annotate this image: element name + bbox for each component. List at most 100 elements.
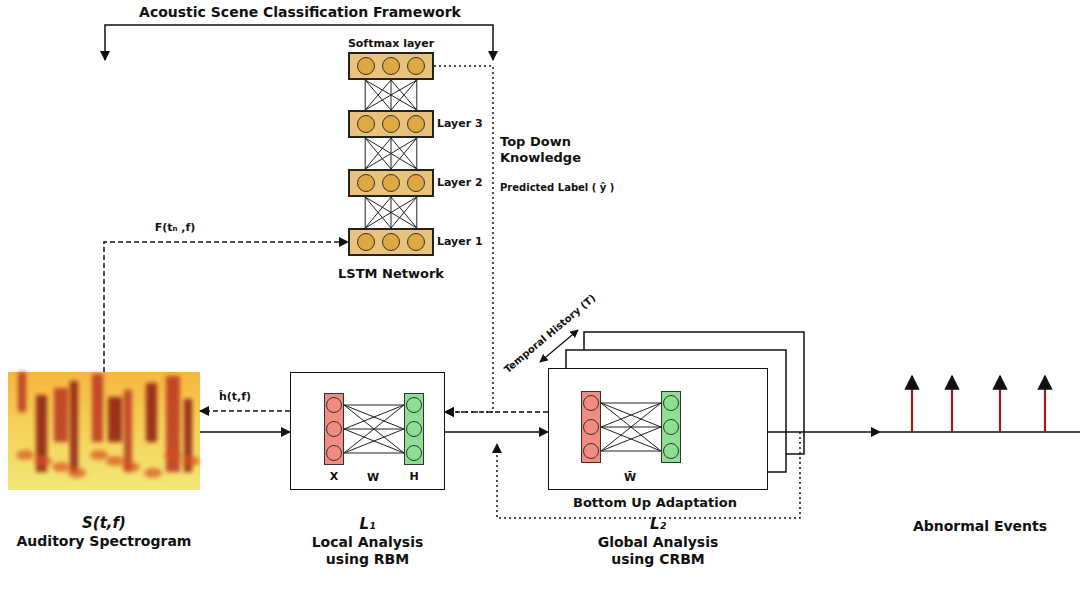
mesh-line <box>391 138 417 169</box>
neuron <box>407 57 425 75</box>
mesh-line <box>391 80 417 110</box>
mesh-line <box>365 80 391 110</box>
mesh-line <box>601 427 661 451</box>
mesh-line <box>601 403 661 404</box>
caption-block: L₁Local Analysis using RBM <box>293 515 443 569</box>
neuron <box>382 174 400 192</box>
symbol-label: S(t,f) <box>0 514 209 533</box>
event-arrow <box>911 376 913 432</box>
mesh-line <box>601 451 661 452</box>
spectrogram-streak <box>70 381 78 472</box>
caption-text: Auditory Spectrogram <box>0 533 209 551</box>
unit-bar <box>661 391 681 463</box>
event-arrows <box>912 376 1045 432</box>
mesh-line <box>344 429 404 453</box>
neuron <box>407 174 425 192</box>
mesh-line <box>344 405 404 429</box>
spectrogram-streak <box>68 468 86 478</box>
mesh-line <box>391 80 417 110</box>
mesh-line <box>365 197 417 228</box>
unit-bar: H <box>404 393 424 465</box>
neuron <box>663 395 679 411</box>
lstm-layer: Layer 3 <box>348 110 434 138</box>
neuron <box>326 421 342 437</box>
connector <box>768 431 880 433</box>
mesh-line <box>365 138 391 169</box>
lstm-layer: Layer 1 <box>348 228 434 256</box>
spectrogram-streak <box>92 374 103 442</box>
symbol-label: L₂ <box>583 515 733 534</box>
network-name: LSTM Network <box>338 266 444 282</box>
mesh-line <box>344 405 404 453</box>
lstm-layer: Layer 2 <box>348 169 434 197</box>
bracket-arrow <box>492 56 494 60</box>
mesh-line <box>365 138 417 169</box>
spectrogram-streak <box>122 462 140 472</box>
mesh-line <box>601 403 661 451</box>
unit-label: H <box>409 470 418 483</box>
mesh-line <box>601 403 661 451</box>
layer-label: Layer 2 <box>437 176 483 189</box>
layer-label: Layer 1 <box>437 235 483 248</box>
neuron <box>407 233 425 251</box>
framework-bracket <box>105 25 493 60</box>
weight-symbol: W <box>367 471 379 484</box>
mesh-line <box>391 197 417 228</box>
event-arrow <box>1044 376 1046 432</box>
neuron <box>382 233 400 251</box>
symbol-label: L₁ <box>293 515 443 534</box>
neuron <box>663 419 679 435</box>
neuron <box>406 421 422 437</box>
layer-label: Softmax layer <box>348 37 434 50</box>
caption-text: Global Analysis using CRBM <box>583 534 733 569</box>
mesh-line <box>365 80 417 110</box>
spectrogram-streak <box>108 397 122 442</box>
neuron <box>382 115 400 133</box>
mesh-line <box>365 138 417 169</box>
mesh-line <box>344 405 404 406</box>
spectrogram-streaks <box>16 372 200 478</box>
mesh-line <box>365 197 391 228</box>
spectrogram-streak <box>106 456 124 466</box>
unit-label: X <box>330 470 338 483</box>
mesh-line <box>416 197 417 228</box>
neuron <box>357 233 375 251</box>
edge-label: F(tₙ ,f) <box>155 221 196 234</box>
spectrogram-streak <box>146 383 157 442</box>
connector <box>104 242 348 372</box>
mesh-line <box>344 429 404 453</box>
mesh-line <box>391 138 417 169</box>
mesh-line <box>344 405 404 429</box>
caption-text: Abnormal Events <box>880 518 1080 536</box>
neuron <box>326 445 342 461</box>
spectrogram-streak <box>18 372 26 412</box>
mesh-line <box>601 403 661 427</box>
spectrogram-ground <box>8 372 200 490</box>
neuron <box>357 57 375 75</box>
neuron <box>407 115 425 133</box>
lstm-layer: Softmax layer <box>348 52 434 80</box>
annotation: Top Down Knowledge <box>500 134 610 165</box>
spectrogram-streak <box>34 456 52 466</box>
diagram-title: Acoustic Scene Classification Framework <box>139 4 461 21</box>
neuron <box>406 445 422 461</box>
analysis-box: L₂Global Analysis using CRBM <box>548 368 768 490</box>
unit-bar: X <box>324 393 344 465</box>
mesh-line <box>416 138 417 169</box>
neuron <box>406 397 422 413</box>
connector <box>200 431 290 433</box>
mesh-line <box>416 80 417 110</box>
spectrogram-streak <box>52 462 70 472</box>
neuron <box>663 443 679 459</box>
neuron <box>382 57 400 75</box>
caption-block: S(t,f)Auditory Spectrogram <box>0 514 209 550</box>
edge-label: ĥ(t,f) <box>219 390 251 403</box>
spectrogram-streak <box>16 450 34 460</box>
neuron <box>583 395 599 411</box>
mesh-line <box>344 453 404 454</box>
spectrogram-streak <box>124 390 132 472</box>
event-arrow <box>951 376 953 432</box>
spectrogram-streak <box>90 450 108 460</box>
bracket-arrow <box>104 56 106 60</box>
